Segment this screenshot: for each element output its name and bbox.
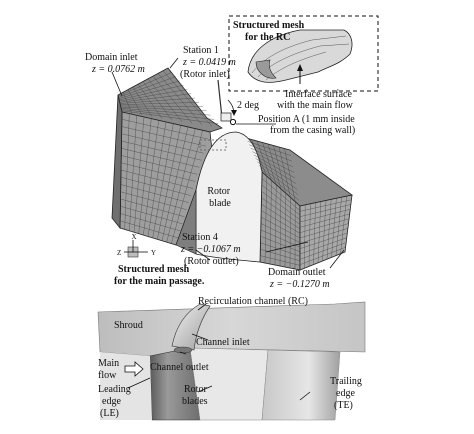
position-a-marker xyxy=(199,79,276,151)
shroud-label: Shroud xyxy=(114,320,143,331)
rc-label: Recirculation channel (RC) xyxy=(198,296,308,307)
interface-surface-label: Interface surface with the main flow xyxy=(277,89,354,111)
top-leader-lines xyxy=(111,57,345,269)
position-a-label: Position A (1 mm inside from the casing … xyxy=(258,114,357,136)
coordinate-axes-icon: X Y Z xyxy=(117,233,156,258)
rotor-blade-surface xyxy=(195,131,263,263)
angle-label: 2 deg xyxy=(237,100,259,111)
channel-inlet-label: Channel inlet xyxy=(196,337,250,348)
bottom-leader-lines xyxy=(127,303,311,401)
main-passage-mesh xyxy=(111,67,353,271)
station1-label: Station 1 z = 0.0419 m (Rotor inlet) xyxy=(180,45,238,80)
axis-y-label: Y xyxy=(151,249,156,257)
domain-inlet-label: Domain inlet z = 0.0762 m xyxy=(85,52,145,75)
main-flow-label: Main flow xyxy=(98,358,122,381)
main-passage-mesh-title: Structured mesh for the main passage. xyxy=(114,264,205,287)
rotor-blade-label: Rotor blade xyxy=(207,186,232,209)
channel-outlet-label: Channel outlet xyxy=(150,362,209,373)
axis-z-label: Z xyxy=(117,249,121,257)
main-flow-arrow-icon xyxy=(124,361,144,377)
rc-mesh-title: Structured mesh for the RC xyxy=(233,20,307,43)
rotor-blades-label: Rotor blades xyxy=(182,384,209,407)
leading-edge-label: Leading edge (LE) xyxy=(98,384,133,419)
trailing-edge-label: Trailing edge (TE) xyxy=(330,376,364,411)
rc-mesh-inset xyxy=(228,15,379,92)
shroud-surface xyxy=(97,301,366,357)
trailing-blade xyxy=(261,349,341,421)
axis-x-label: X xyxy=(131,233,136,241)
domain-outlet-label: Domain outlet z = −0.1270 m xyxy=(268,267,330,290)
bottom-render xyxy=(97,301,366,421)
recirculation-channel-shape xyxy=(171,303,211,351)
station4-label: Station 4 z = −0.1067 m (Rotor outlet) xyxy=(180,232,243,267)
